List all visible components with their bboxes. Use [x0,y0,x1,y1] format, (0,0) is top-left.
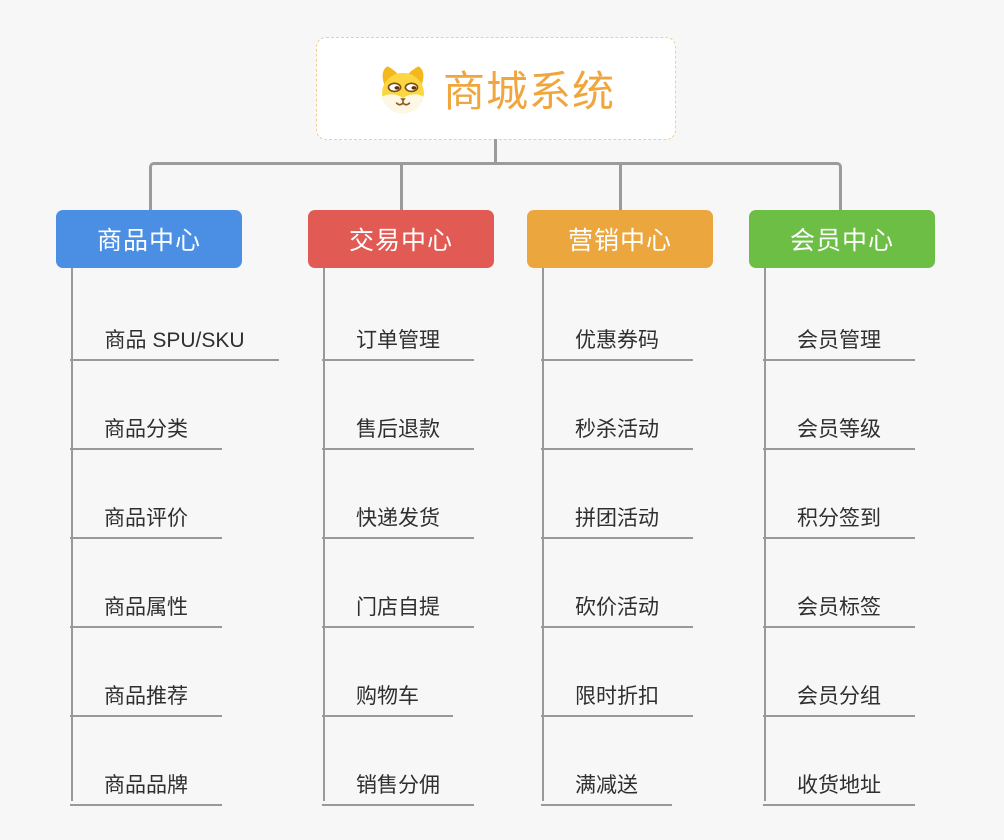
sub-item[interactable]: 订单管理 [322,312,474,361]
sub-item[interactable]: 商品品牌 [70,757,222,806]
branch-header-3[interactable]: 营销中心 [527,210,713,268]
sub-item[interactable]: 快递发货 [322,490,474,539]
sub-item[interactable]: 购物车 [322,668,453,717]
sub-item[interactable]: 会员分组 [763,668,915,717]
sub-item[interactable]: 会员管理 [763,312,915,361]
sub-item[interactable]: 秒杀活动 [541,401,693,450]
sub-item[interactable]: 优惠券码 [541,312,693,361]
sub-item[interactable]: 售后退款 [322,401,474,450]
sub-item[interactable]: 商品属性 [70,579,222,628]
sub-item[interactable]: 限时折扣 [541,668,693,717]
branch-column-1: 商品中心 商品 SPU/SKU 商品分类商品评价商品属性商品推荐商品品牌 [56,210,306,820]
branch-header-1[interactable]: 商品中心 [56,210,242,268]
sub-item[interactable]: 商品 SPU/SKU [70,312,279,361]
sub-item[interactable]: 商品推荐 [70,668,222,717]
sub-item[interactable]: 商品分类 [70,401,222,450]
branch-trunk-line [71,268,73,801]
branch-header-2[interactable]: 交易中心 [308,210,494,268]
branch-column-3: 营销中心 优惠券码秒杀活动拼团活动砍价活动限时折扣满减送 [527,210,777,820]
branch-trunk-line [764,268,766,801]
branch-header-4[interactable]: 会员中心 [749,210,935,268]
branch-column-4: 会员中心 会员管理会员等级积分签到会员标签会员分组收货地址 [749,210,999,820]
sub-item[interactable]: 收货地址 [763,757,915,806]
connector-drop-3 [619,165,622,210]
sub-item[interactable]: 销售分佣 [322,757,474,806]
dog-face-icon [382,65,424,113]
branch-column-2: 交易中心 订单管理售后退款快递发货门店自提购物车销售分佣 [308,210,558,820]
sub-item[interactable]: 商品评价 [70,490,222,539]
root-node[interactable]: 商城系统 [316,37,676,140]
branch-trunk-line [542,268,544,801]
sub-item[interactable]: 拼团活动 [541,490,693,539]
connector-drop-2 [400,165,403,210]
root-title: 商城系统 [442,68,615,115]
connector-bus [149,162,842,210]
sub-item[interactable]: 砍价活动 [541,579,693,628]
connector-root-stub [494,139,497,165]
branch-trunk-line [323,268,325,801]
sub-item[interactable]: 会员等级 [763,401,915,450]
sub-item[interactable]: 门店自提 [322,579,474,628]
sub-item[interactable]: 积分签到 [763,490,915,539]
sub-item[interactable]: 会员标签 [763,579,915,628]
sub-item[interactable]: 满减送 [541,757,672,806]
